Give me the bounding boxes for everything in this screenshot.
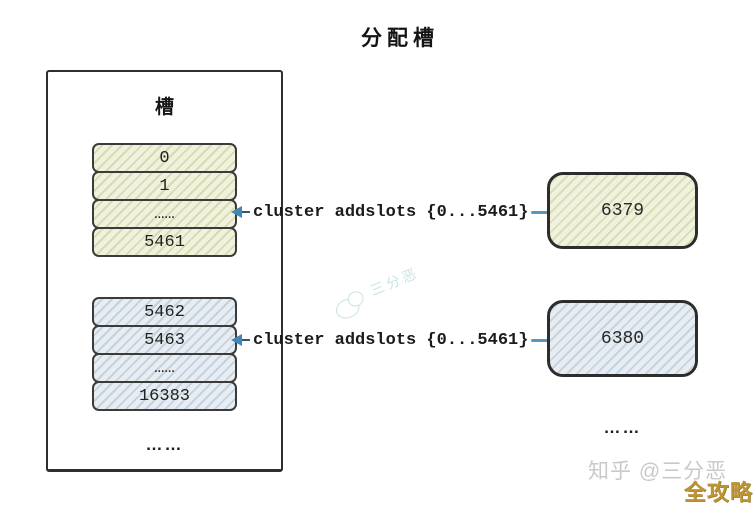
arrow-tail-line: [242, 211, 250, 213]
slot-row: 1: [92, 171, 237, 201]
slot-row-ellipsis: ……: [92, 353, 237, 383]
center-watermark-text: 三分恶: [367, 264, 422, 299]
diagram-title: 分配槽: [361, 26, 439, 50]
slot-row: 5461: [92, 227, 237, 257]
doodle-icon: [333, 295, 363, 322]
left-arrow-icon: [231, 334, 242, 346]
left-arrow-icon: [231, 206, 242, 218]
connector-addslots-1: cluster addslots {0...5461}: [231, 199, 548, 225]
slot-panel-ellipsis: ……: [145, 435, 184, 454]
center-watermark: 三分恶: [324, 240, 465, 340]
doodle-icon: [345, 288, 366, 309]
slot-group-0-5461: 0 1 …… 5461: [92, 143, 237, 257]
slot-row: 0: [92, 143, 237, 173]
slot-panel: 槽 0 1 …… 5461 5462 5463 …… 16383 ……: [46, 70, 283, 472]
slot-row: 16383: [92, 381, 237, 411]
connector-addslots-2: cluster addslots {0...5461}: [231, 327, 548, 353]
slot-row-ellipsis: ……: [92, 199, 237, 229]
connector-line: [531, 210, 548, 214]
connector-line: [531, 338, 548, 342]
zhihu-watermark: 知乎 @三分恶: [588, 460, 728, 483]
slot-group-5462-16383: 5462 5463 …… 16383: [92, 297, 237, 411]
connector-command-label: cluster addslots {0...5461}: [253, 330, 529, 350]
slot-panel-header: 槽: [154, 97, 174, 118]
nodes-ellipsis: ……: [603, 418, 642, 437]
node-6380: 6380: [547, 300, 698, 377]
connector-command-label: cluster addslots {0...5461}: [253, 202, 529, 222]
badge-watermark: 全攻略: [684, 480, 754, 505]
slot-row: 5462: [92, 297, 237, 327]
slot-row: 5463: [92, 325, 237, 355]
arrow-tail-line: [242, 339, 250, 341]
node-6379: 6379: [547, 172, 698, 249]
